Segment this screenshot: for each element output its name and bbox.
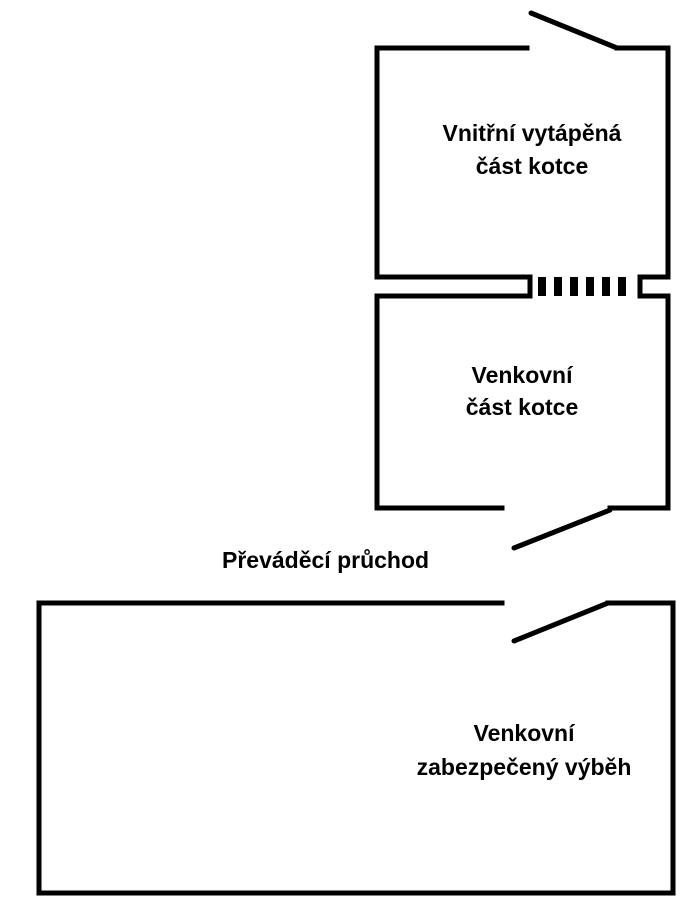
outdoor-run: Venkovní zabezpečený výběh: [36, 600, 676, 896]
hatch-bar: [586, 277, 594, 296]
inner-room-label-line2: část kotce: [476, 153, 589, 179]
outer-kennel-label-line1: Venkovní: [472, 362, 575, 388]
outdoor-run-wall: [36, 600, 676, 896]
inner-heated-room: Vnitřní vytápěná část kotce: [374, 10, 671, 299]
hatch-bar: [618, 277, 626, 296]
hatch-bar: [554, 277, 562, 296]
connecting-hatch: [538, 277, 626, 296]
hatch-bar: [602, 277, 610, 296]
hatch-bar: [538, 277, 546, 296]
passage-label: Převáděcí průchod: [222, 547, 429, 573]
outdoor-run-label-line2: zabezpečený výběh: [417, 754, 632, 780]
inner-room-door: [528, 10, 620, 51]
hatch-bar: [570, 277, 578, 296]
outdoor-run-label-line1: Venkovní: [474, 720, 577, 746]
outdoor-run-door: [511, 600, 611, 644]
inner-room-wall: [374, 45, 671, 299]
outer-kennel-door: [511, 507, 613, 551]
outer-kennel-wall: [374, 293, 671, 511]
inner-room-label-line1: Vnitřní vytápěná: [443, 120, 622, 146]
outer-kennel-label-line2: část kotce: [466, 394, 579, 420]
outer-kennel-room: Venkovní část kotce: [374, 293, 671, 551]
